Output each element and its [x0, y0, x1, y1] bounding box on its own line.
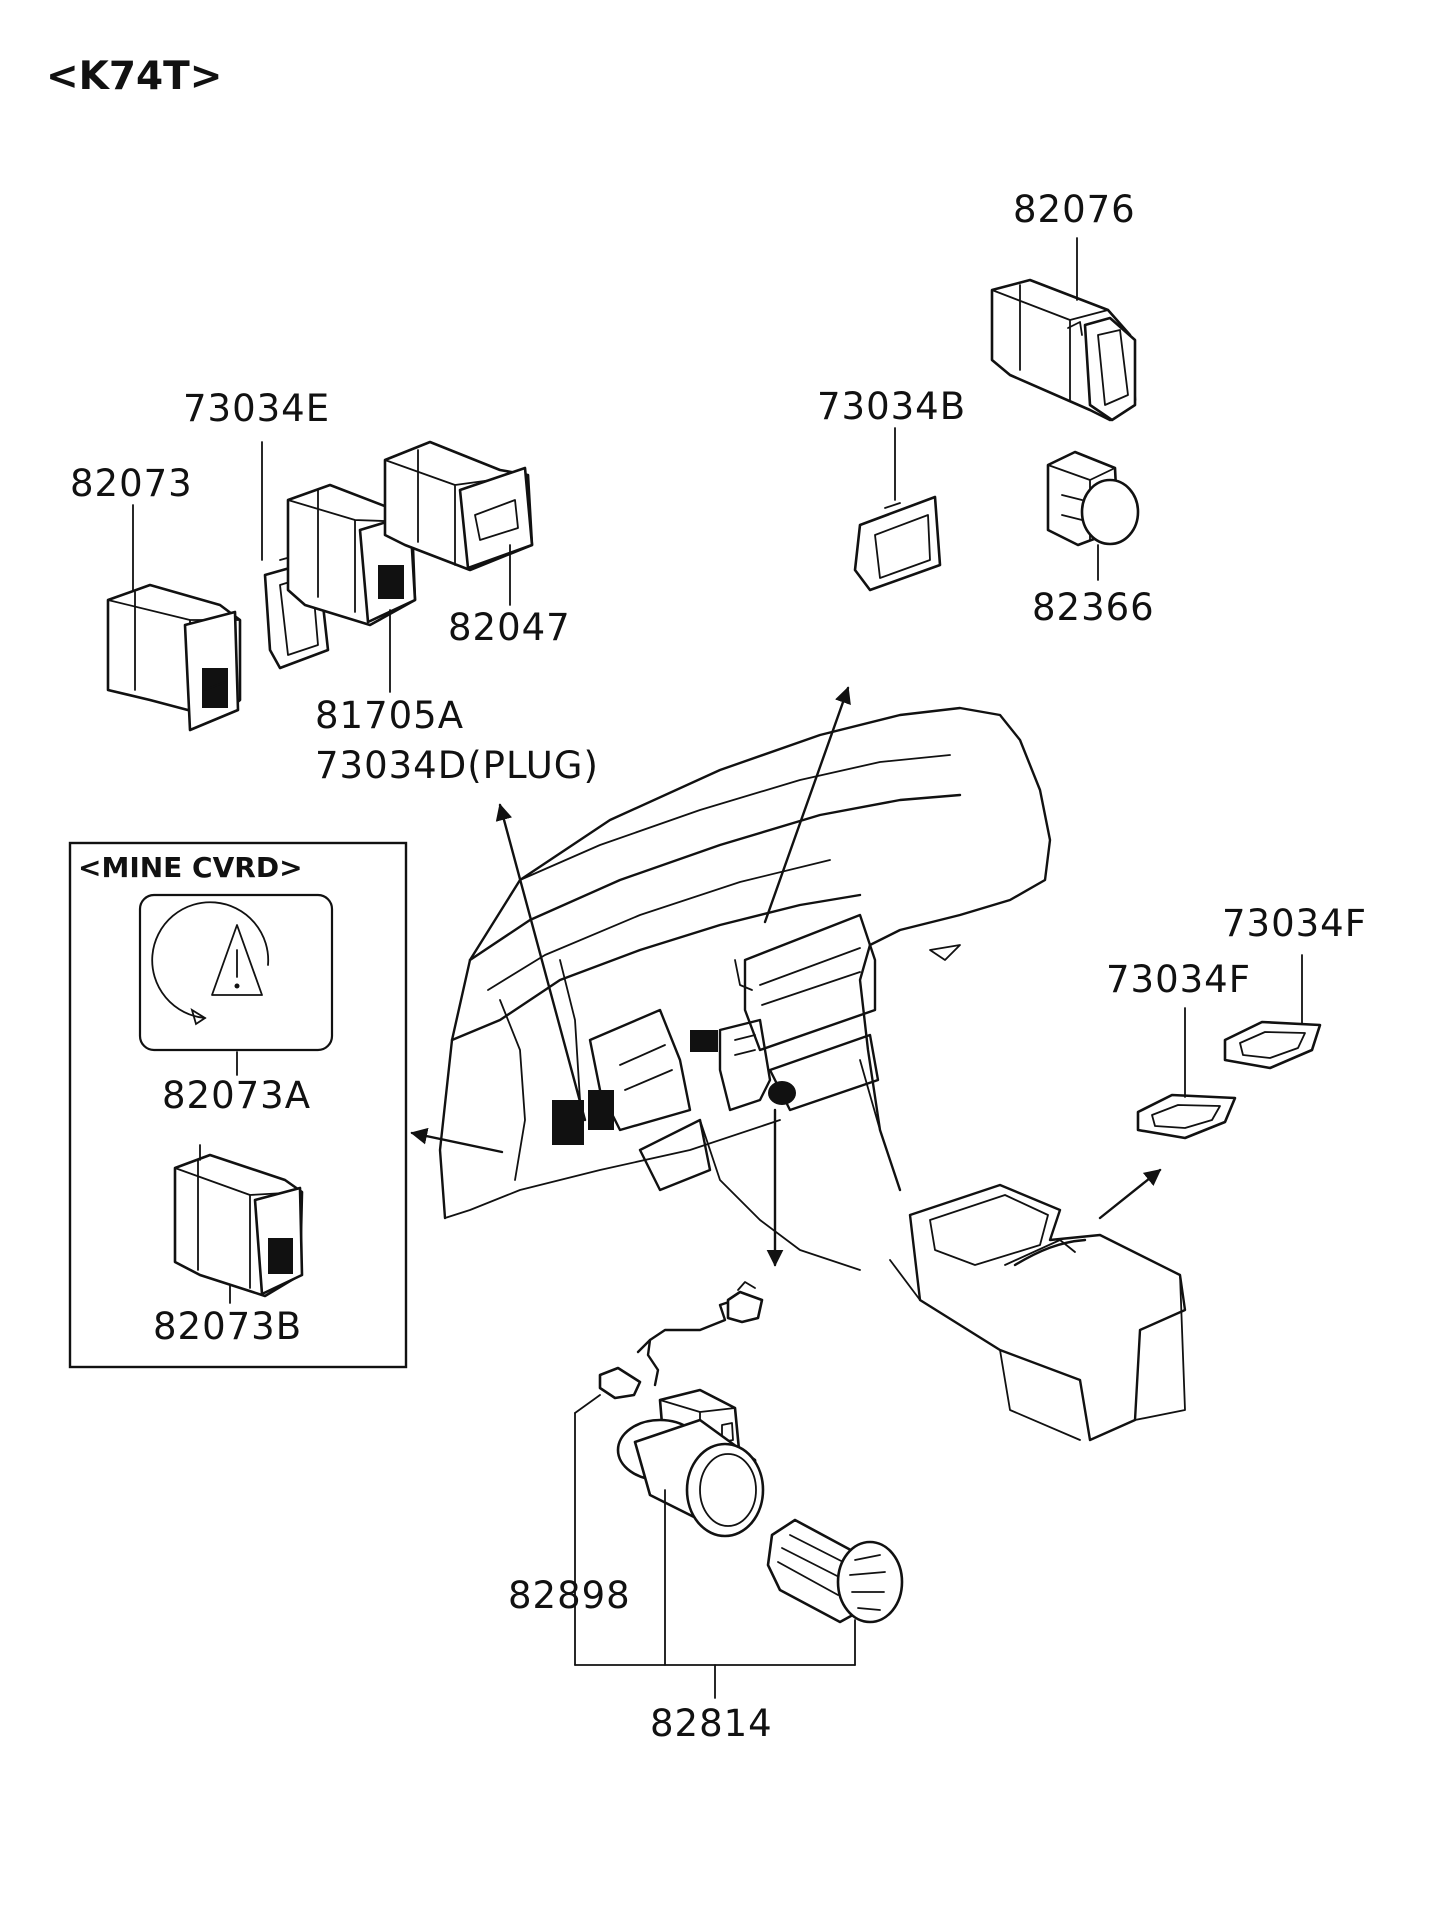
label-82076: 82076 — [1013, 188, 1136, 231]
label-82073B: 82073B — [153, 1305, 303, 1348]
part-81705A-drawing — [286, 483, 417, 627]
label-82366: 82366 — [1032, 586, 1155, 629]
label-82073: 82073 — [70, 462, 193, 505]
part-82073-drawing — [106, 583, 242, 732]
label-82898: 82898 — [508, 1574, 631, 1617]
part-82047-drawing — [383, 440, 534, 572]
part-82814-drawing — [598, 1281, 904, 1624]
label-73034D-plug: 73034D(PLUG) — [315, 744, 599, 787]
label-73034B: 73034B — [817, 385, 967, 428]
inset-box-title: <MINE CVRD> — [78, 851, 303, 884]
part-82366-drawing — [1046, 450, 1140, 547]
label-82073A: 82073A — [162, 1074, 312, 1117]
part-82076-drawing — [990, 278, 1137, 422]
diagram-title: <K74T> — [46, 54, 223, 99]
part-73034F-drawing — [1136, 1020, 1322, 1140]
inset-box-drawing — [68, 841, 408, 1369]
label-73034F-lower: 73034F — [1106, 958, 1251, 1001]
dashboard-drawing — [438, 706, 1187, 1442]
label-73034E: 73034E — [183, 387, 331, 430]
part-73034B-drawing — [853, 495, 942, 592]
label-82047: 82047 — [448, 606, 571, 649]
label-73034F-upper: 73034F — [1222, 902, 1367, 945]
label-81705A: 81705A — [315, 694, 465, 737]
leader-arrows — [410, 686, 1162, 1267]
label-82814: 82814 — [650, 1702, 773, 1745]
label-leaders — [132, 237, 1303, 1699]
